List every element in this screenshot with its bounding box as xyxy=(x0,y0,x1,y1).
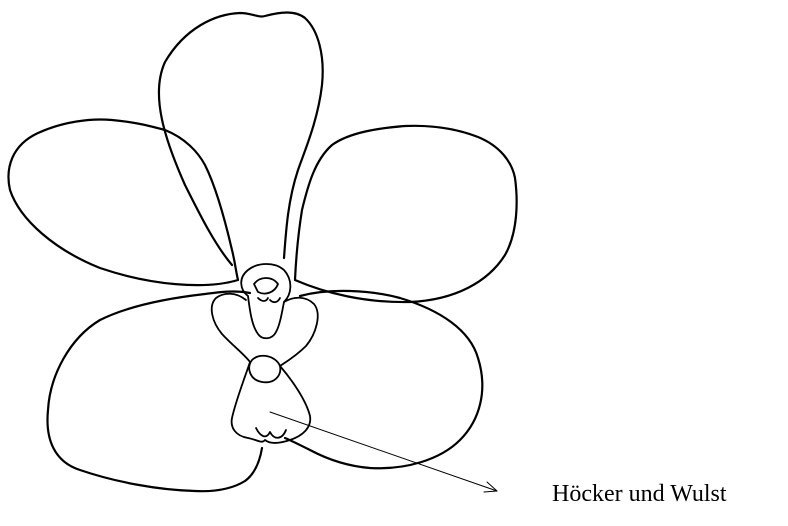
lip-callus xyxy=(249,356,280,383)
left-lower-sepal xyxy=(47,291,262,491)
column-mark-right xyxy=(270,298,280,302)
lip-left-lobe xyxy=(212,294,250,362)
right-petal xyxy=(295,126,517,302)
lip-front-tip xyxy=(256,428,286,438)
dorsal-sepal xyxy=(159,13,323,266)
right-lower-sepal xyxy=(285,291,482,468)
left-petal xyxy=(8,120,238,286)
annotation-pointer-line xyxy=(270,412,497,491)
column-mark-left xyxy=(258,298,268,301)
anther-cap xyxy=(254,278,278,294)
lip-right-lobe xyxy=(280,298,318,366)
lip-front-lobe xyxy=(232,362,311,443)
annotation-label: Höcker und Wulst xyxy=(552,480,727,508)
